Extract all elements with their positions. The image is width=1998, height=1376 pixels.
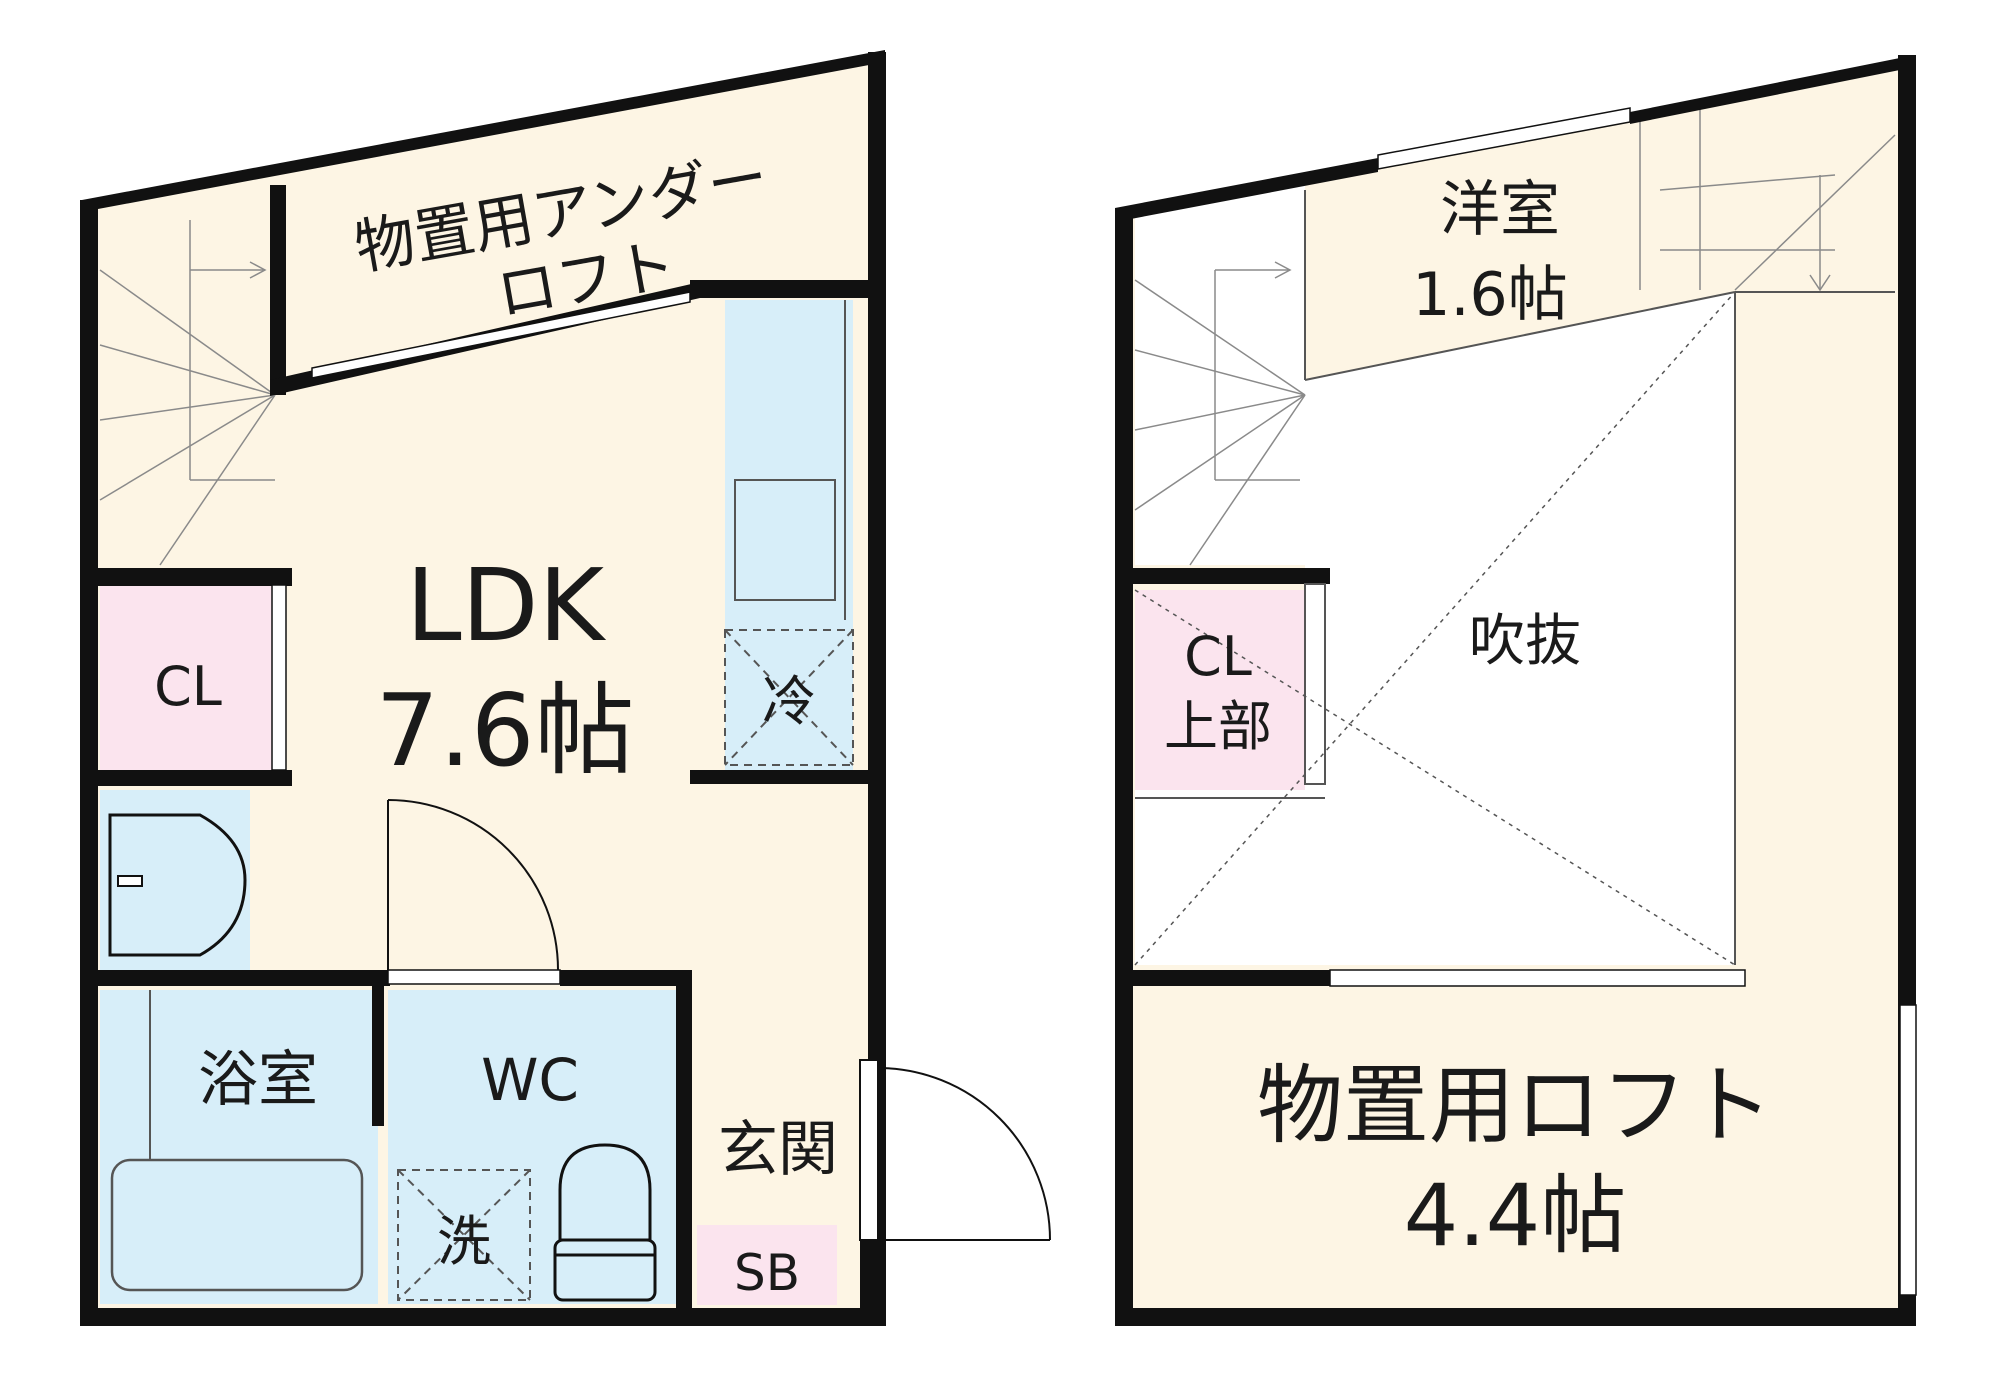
closet-upper-label-line1: CL	[1184, 625, 1252, 688]
stairs-floor-2	[1134, 108, 1896, 566]
closet-label: CL	[154, 655, 222, 718]
western-room-size-label: 1.6帖	[1412, 260, 1567, 330]
shoebox-area	[697, 1225, 837, 1305]
washer-label: 洗	[437, 1210, 491, 1273]
window-under-loft	[311, 291, 691, 379]
window-western-room	[1377, 107, 1631, 170]
toilet-icon	[553, 1143, 657, 1302]
floor-1: 物置用アンダー ロフト LDK 7.6帖 CL 冷 浴室 WC 洗 玄関 SB	[80, 50, 1051, 1326]
storage-loft-size-label: 4.4帖	[1404, 1166, 1627, 1266]
window-loft-rail	[1329, 969, 1746, 987]
window-loft-side	[1899, 1004, 1917, 1296]
inner-lines-floor-2	[1135, 190, 1895, 965]
shoebox-label: SB	[734, 1244, 800, 1302]
stairs-floor-1	[99, 220, 276, 566]
void-diagonals	[1134, 291, 1736, 966]
entrance-label: 玄関	[718, 1115, 838, 1185]
ldk-door[interactable]	[387, 799, 559, 971]
ldk-name-label: LDK	[406, 547, 607, 664]
bath-label: 浴室	[198, 1045, 318, 1115]
faucet-icon	[117, 875, 143, 887]
void-label: 吹抜	[1469, 609, 1581, 674]
fridge-icon	[724, 629, 854, 766]
window-closet	[271, 584, 287, 771]
kitchen-counter	[725, 300, 853, 770]
washer-icon	[397, 1169, 531, 1301]
bath-area	[100, 990, 378, 1304]
closet-upper-area	[1135, 590, 1305, 790]
closet-area	[100, 585, 285, 770]
washbasin-icon	[108, 813, 247, 957]
western-room-name-label: 洋室	[1440, 175, 1560, 245]
ldk-size-label: 7.6帖	[375, 672, 634, 789]
storage-loft-name-label: 物置用ロフト	[1257, 1056, 1773, 1156]
floor-2: 洋室 1.6帖 吹抜 CL 上部 物置用ロフト 4.4帖	[1115, 55, 1917, 1326]
stair-zone	[1135, 185, 1305, 565]
window-wc	[387, 969, 561, 985]
closet-upper-label-line2: 上部	[1164, 695, 1272, 758]
toilet-label: WC	[481, 1046, 579, 1114]
entrance-door[interactable]	[859, 1059, 1051, 1241]
sink-icon	[734, 479, 836, 601]
bathtub-icon	[110, 1158, 364, 1292]
fridge-label: 冷	[762, 670, 816, 733]
